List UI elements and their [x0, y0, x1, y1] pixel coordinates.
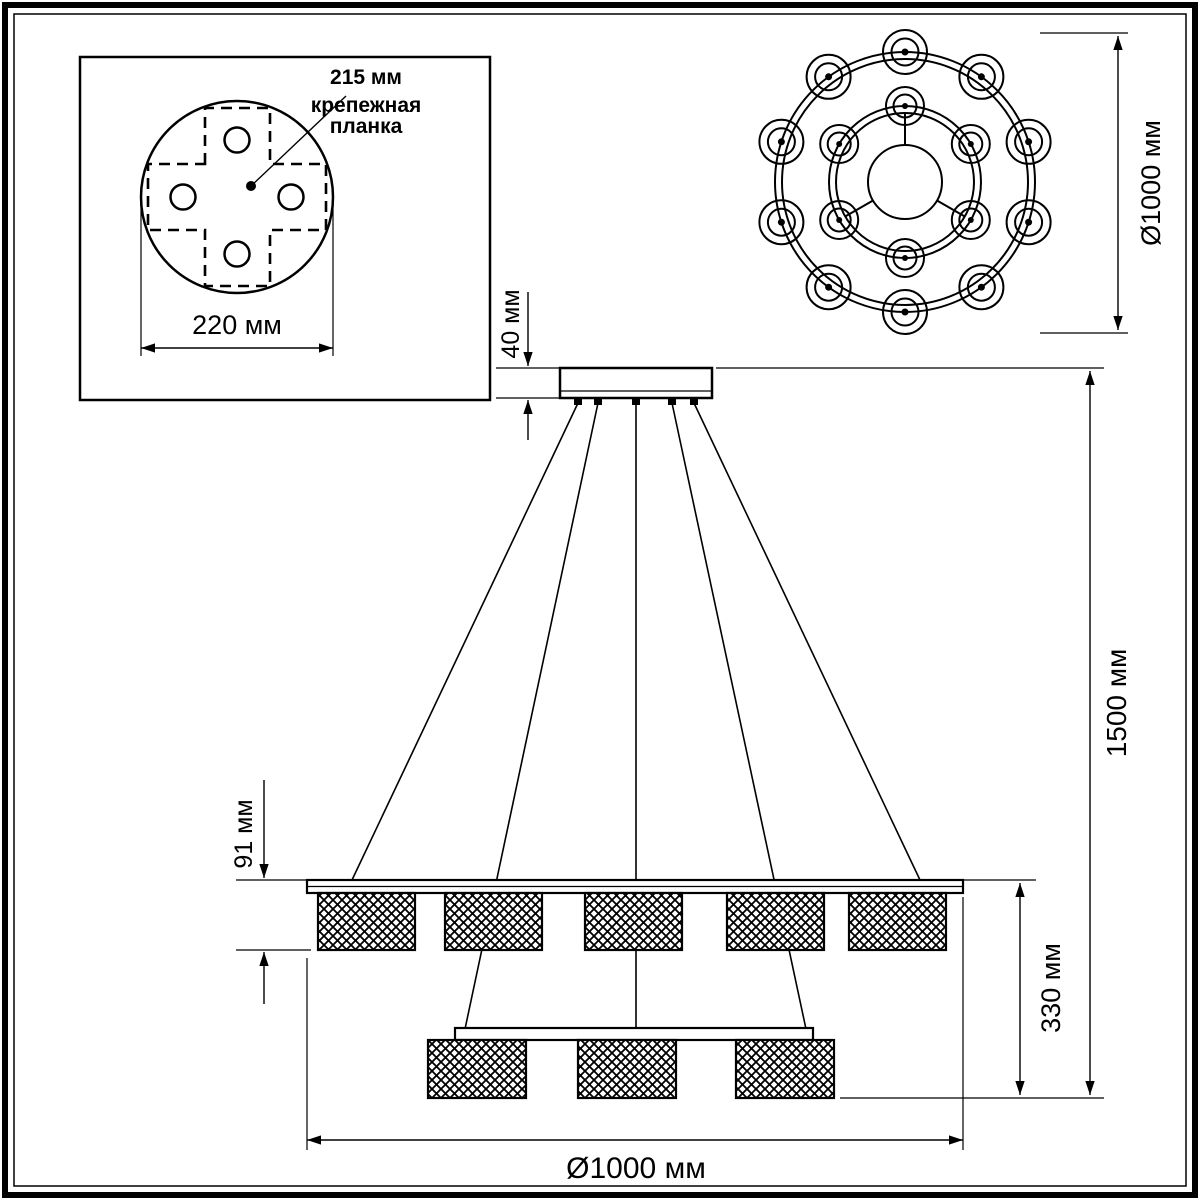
canopy-height-label: 40 мм — [497, 289, 525, 358]
ring-diameter-label: Ø1000 мм — [566, 1152, 706, 1185]
canopy-height-dimension: 40 мм — [496, 289, 564, 440]
mounting-plate-circle — [139, 99, 335, 295]
shade-height-dimension: 91 мм — [230, 780, 311, 1004]
wire-hook — [594, 398, 602, 405]
overall-height-label: 1500 мм — [1101, 649, 1132, 758]
plate-width-dimension: 220 мм — [140, 204, 334, 356]
wire-hook — [632, 398, 640, 405]
lamp — [758, 118, 805, 165]
lamp — [885, 238, 925, 278]
center-hub — [867, 144, 943, 220]
outer-ring — [774, 51, 1036, 313]
outer-ring-inner-line — [781, 58, 1029, 306]
mounting-plate-detail: 215 мм крепежная планка 220 мм — [78, 55, 492, 402]
side-elevation: 40 мм 91 мм 1500 мм 330 мм Ø — [230, 289, 1132, 1185]
lamp — [950, 200, 991, 240]
ring-diameter-dimension: Ø1000 мм — [306, 897, 964, 1185]
upper-tier-shade — [316, 891, 417, 952]
lamp — [805, 53, 852, 100]
lamp — [958, 264, 1005, 311]
lamp — [819, 124, 860, 164]
outer-ring-lamps — [758, 29, 1052, 335]
wire-hook — [668, 398, 676, 405]
lower-tier — [426, 1026, 836, 1100]
lamp — [1005, 118, 1052, 165]
tier-drop-dimension: 330 мм — [956, 879, 1066, 1095]
lamp — [882, 289, 928, 335]
lamp — [950, 124, 991, 164]
lower-tier-shade — [426, 1038, 528, 1100]
overall-height-dimension: 1500 мм — [716, 367, 1132, 1099]
upper-tier-shade — [847, 891, 948, 952]
detail-box — [78, 55, 492, 402]
plate-width-label: 220 мм — [192, 310, 282, 340]
bracket-dashed-outline — [146, 106, 328, 288]
ceiling-canopy — [558, 366, 714, 405]
tier-drop-label: 330 мм — [1036, 943, 1066, 1033]
top-view-diameter-label: Ø1000 мм — [1136, 120, 1166, 246]
lamp — [819, 200, 860, 240]
screw-hole — [277, 183, 305, 211]
bracket-label-line1: крепежная — [311, 94, 422, 117]
upper-tier-shade — [443, 891, 544, 952]
screw-hole — [223, 240, 251, 268]
suspension-wire — [693, 402, 921, 881]
wire-hook — [690, 398, 698, 405]
lower-tier-ring — [453, 1026, 815, 1042]
wire-hook — [574, 398, 582, 405]
inner-ring-lamps — [819, 86, 991, 278]
shade-height-label: 91 мм — [230, 799, 258, 868]
bracket-label-line2: планка — [330, 115, 403, 138]
lower-tier-shade — [576, 1038, 678, 1100]
suspension-wire — [351, 402, 579, 881]
screw-hole — [223, 126, 251, 154]
lamp — [958, 53, 1005, 100]
lamp — [885, 86, 925, 126]
upper-tier-shade — [583, 891, 684, 952]
top-view: Ø1000 мм — [758, 29, 1166, 335]
lower-tier-shade — [734, 1038, 836, 1100]
screw-hole — [169, 183, 197, 211]
upper-tier-shade — [725, 891, 826, 952]
upper-tier — [305, 878, 965, 952]
lamp — [805, 264, 852, 311]
lamp — [1005, 199, 1052, 246]
lamp — [758, 199, 805, 246]
leader-line — [250, 95, 347, 187]
lamp — [882, 29, 928, 75]
hole-spacing-label: 215 мм — [330, 66, 402, 89]
top-view-diameter-dimension: Ø1000 мм — [1040, 32, 1166, 334]
